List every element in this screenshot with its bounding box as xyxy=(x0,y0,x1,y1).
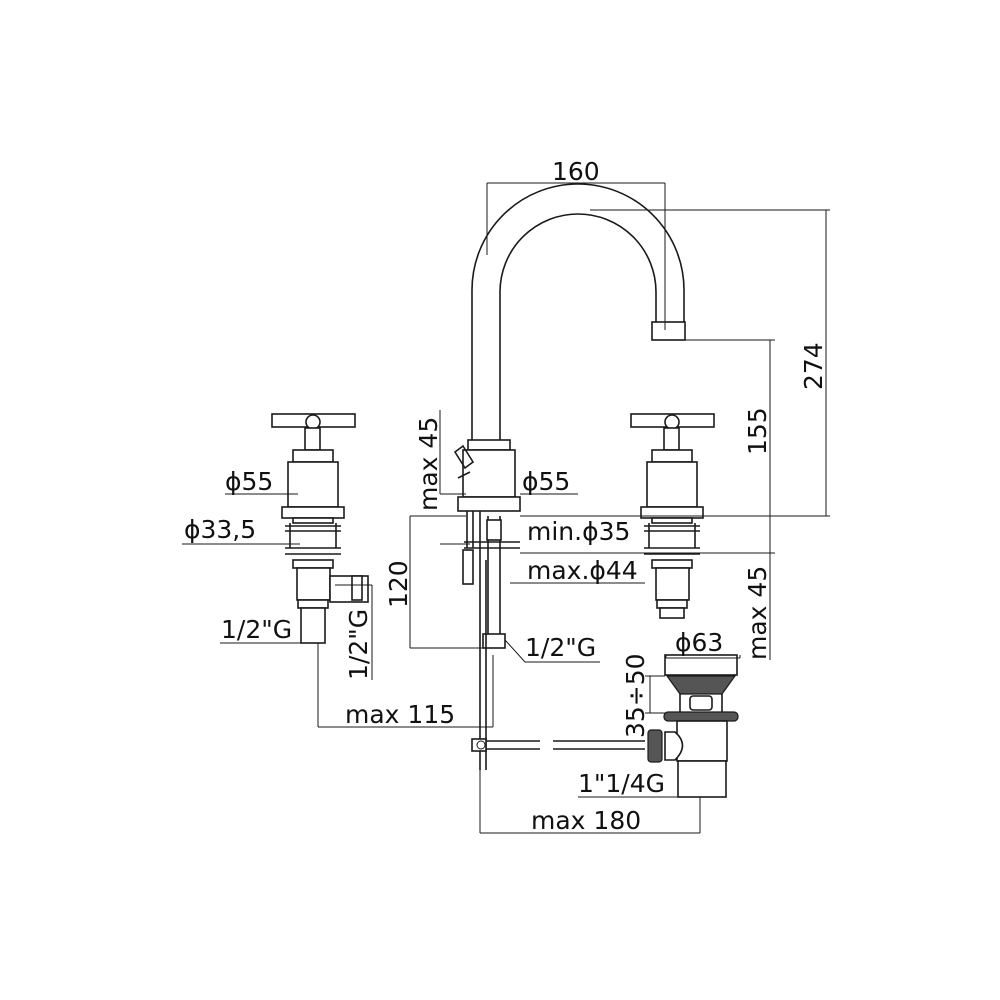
dim-min-hole: min.ϕ35 xyxy=(527,517,630,546)
dim-spout-height: 155 xyxy=(743,407,772,455)
left-valve xyxy=(271,413,356,644)
dim-waste-diameter: ϕ63 xyxy=(675,628,723,657)
dim-spout-shank-length: 120 xyxy=(384,560,413,608)
dim-max-distance-left: max 115 xyxy=(345,700,455,729)
dim-max-distance-waste: max 180 xyxy=(531,806,641,835)
dimension-lines xyxy=(182,182,830,834)
dim-left-outlet-thread: 1/2"G xyxy=(221,615,292,644)
dim-left-handle-diameter: ϕ55 xyxy=(225,467,273,496)
pop-up-waste xyxy=(647,654,739,798)
dim-spout-reach: 160 xyxy=(552,157,600,186)
dim-spout-base-diameter: ϕ55 xyxy=(522,467,570,496)
dim-waste-thread: 1"1/4G xyxy=(578,769,665,798)
dim-total-height: 274 xyxy=(799,342,828,390)
dim-spout-thread: 1/2"G xyxy=(525,633,596,662)
dim-waste-range: 35÷50 xyxy=(621,653,650,738)
dim-left-side-thread: 1/2"G xyxy=(344,609,373,680)
right-valve xyxy=(351,413,715,619)
dim-max-thickness-right: max 45 xyxy=(743,566,772,660)
dim-left-shank-diameter: ϕ33,5 xyxy=(184,515,256,544)
dim-max-thickness-left: max 45 xyxy=(414,417,443,511)
spout xyxy=(453,183,686,770)
dim-max-hole: max.ϕ44 xyxy=(527,556,638,585)
